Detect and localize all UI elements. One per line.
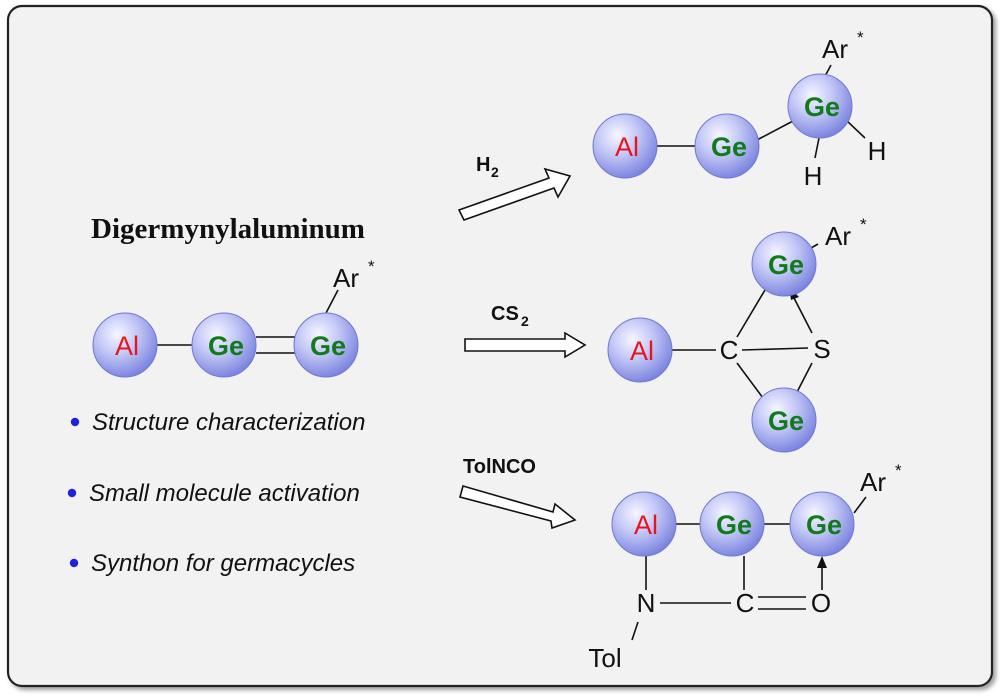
ge-atom-label: Ge bbox=[768, 250, 804, 280]
bullet-dot bbox=[70, 417, 80, 427]
tolyl-label: Tol bbox=[588, 643, 621, 673]
bullet-dot bbox=[69, 558, 79, 568]
aryl-star: * bbox=[857, 28, 864, 47]
hydrogen-label: H bbox=[868, 136, 887, 166]
compound-title: Digermynylaluminum bbox=[91, 213, 365, 245]
ge-atom-sphere bbox=[789, 491, 855, 557]
al-atom-sphere bbox=[92, 312, 158, 378]
al-atom-sphere bbox=[592, 113, 658, 179]
ge-atom-label: Ge bbox=[208, 331, 244, 361]
oxygen-label: O bbox=[811, 588, 831, 618]
ge-atom-sphere bbox=[787, 73, 853, 139]
ge-atom-sphere bbox=[191, 312, 257, 378]
ge-atom-label: Ge bbox=[804, 92, 840, 122]
starting-compound: Al Ge Ge Ar * bbox=[92, 257, 375, 378]
sulfur-label: S bbox=[813, 334, 830, 364]
bullet-text: Small molecule activation bbox=[89, 480, 360, 507]
ge-atom-label: Ge bbox=[806, 510, 842, 540]
bullet-list: Structure characterization Small molecul… bbox=[67, 409, 365, 577]
product-tolnco-adduct: Al Ge Ge Ar * N C O Tol bbox=[588, 461, 902, 673]
al-atom-label: Al bbox=[634, 510, 658, 540]
aryl-label: Ar bbox=[860, 467, 886, 497]
reaction-arrow-cs2: CS 2 bbox=[464, 303, 587, 359]
nitrogen-label: N bbox=[637, 588, 656, 618]
ge-atom-sphere bbox=[751, 387, 817, 453]
ge-atom-sphere bbox=[293, 312, 359, 378]
reagent-cs2-subscript: 2 bbox=[521, 313, 529, 329]
carbon-label: C bbox=[720, 335, 739, 365]
product-cs2-adduct: Al Ge Ge C S Ar * bbox=[607, 215, 867, 453]
reaction-arrow-tolnco: TolNCO bbox=[459, 456, 577, 530]
al-atom-sphere bbox=[607, 317, 673, 383]
reaction-arrow-h2: H 2 bbox=[457, 154, 572, 221]
product-h2-adduct: Al Ge Ge Ar * H H bbox=[592, 28, 887, 191]
aryl-label: Ar bbox=[333, 263, 359, 293]
ge-atom-sphere bbox=[751, 231, 817, 297]
reagent-h2-subscript: 2 bbox=[491, 164, 499, 180]
aryl-label: Ar bbox=[822, 34, 848, 64]
bullet-dot bbox=[67, 488, 77, 498]
aryl-star: * bbox=[895, 461, 902, 480]
ge-atom-label: Ge bbox=[711, 132, 747, 162]
bullet-text: Synthon for germacycles bbox=[91, 550, 355, 577]
bullet-text: Structure characterization bbox=[92, 409, 365, 436]
al-atom-label: Al bbox=[630, 336, 654, 366]
hydrogen-label: H bbox=[804, 161, 823, 191]
al-atom-label: Al bbox=[615, 132, 639, 162]
al-atom-sphere bbox=[611, 491, 677, 557]
aryl-star: * bbox=[860, 215, 867, 234]
ge-atom-label: Ge bbox=[716, 510, 752, 540]
ge-atom-sphere bbox=[699, 491, 765, 557]
ge-atom-label: Ge bbox=[768, 406, 804, 436]
aryl-star: * bbox=[368, 257, 375, 276]
ge-atom-label: Ge bbox=[310, 331, 346, 361]
ge-atom-sphere bbox=[694, 113, 760, 179]
carbon-label: C bbox=[736, 588, 755, 618]
aryl-label: Ar bbox=[825, 221, 851, 251]
reagent-h2: H bbox=[476, 154, 490, 176]
reagent-tolnco: TolNCO bbox=[463, 456, 536, 478]
reagent-cs2: CS bbox=[491, 303, 519, 325]
al-atom-label: Al bbox=[115, 331, 139, 361]
